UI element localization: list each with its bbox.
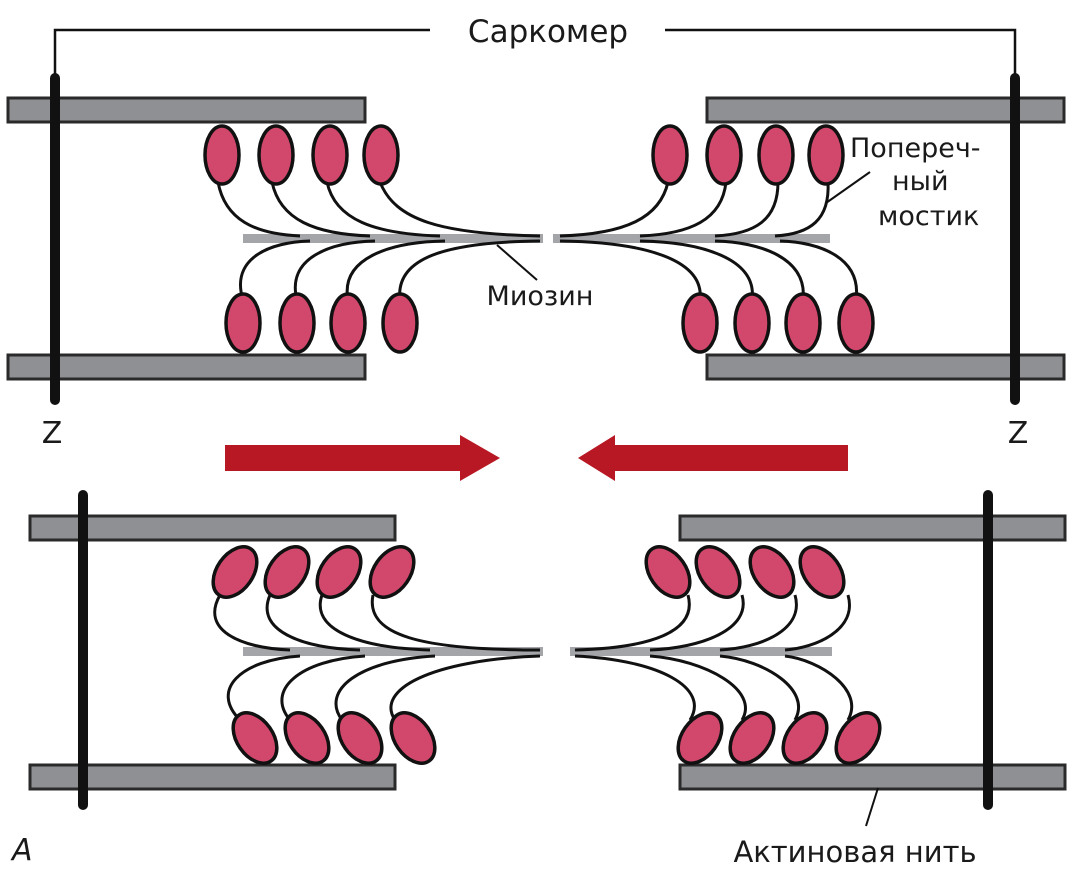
myosin-label: Миозин (487, 281, 594, 312)
myosin-head (259, 126, 293, 184)
myosin-head (687, 539, 749, 606)
contracted-sarcomere: Актиновая нить А (10, 495, 1065, 869)
myosin-head (204, 539, 266, 606)
myosin-head (809, 126, 843, 184)
panel-letter: А (10, 833, 33, 868)
myosin-head (827, 705, 889, 772)
myosin-head (791, 539, 853, 606)
cross-bridge-label-line2: ный (892, 166, 949, 197)
cross-bridge-label-line1: Попереч- (850, 133, 981, 164)
myosin-head (786, 294, 820, 352)
myosin-head (280, 294, 314, 352)
myosin-head (735, 294, 769, 352)
contraction-arrows (225, 435, 848, 481)
actin-filament-bottom-left (8, 355, 365, 379)
arrow-left (578, 435, 848, 481)
myosin-head (669, 705, 731, 772)
cross-bridge-necks (215, 595, 852, 720)
myosin-head (226, 294, 260, 352)
myosin-head (364, 126, 398, 184)
myosin-head (256, 539, 318, 606)
myosin-head (839, 294, 873, 352)
myosin-head (774, 705, 836, 772)
myosin-head (331, 294, 365, 352)
cross-bridge-label-line3: мостик (878, 201, 979, 232)
myosin-head (383, 294, 417, 352)
z-label-left: Z (42, 416, 63, 451)
myosin-head (683, 294, 717, 352)
myosin-head (653, 126, 687, 184)
myosin-head (361, 539, 423, 606)
myosin-head (308, 539, 370, 606)
actin-filament-label: Актиновая нить (733, 835, 976, 869)
sarcomere-label: Саркомер (468, 14, 628, 50)
actin-leader (866, 788, 878, 826)
myosin-leader (497, 245, 537, 280)
myosin-head (313, 126, 347, 184)
z-label-right: Z (1008, 416, 1029, 451)
actin-filament-bottom-right (680, 765, 1065, 789)
actin-filament-top-right (680, 516, 1065, 540)
myosin-head (759, 126, 793, 184)
myosin-head (205, 126, 239, 184)
myosin-head (741, 539, 803, 606)
actin-filament-top-left (8, 98, 365, 122)
relaxed-sarcomere: Попереч- ный мостик Миозин Z Z (8, 78, 1064, 451)
myosin-head (721, 705, 783, 772)
arrow-right (225, 435, 500, 481)
myosin-head (707, 126, 741, 184)
